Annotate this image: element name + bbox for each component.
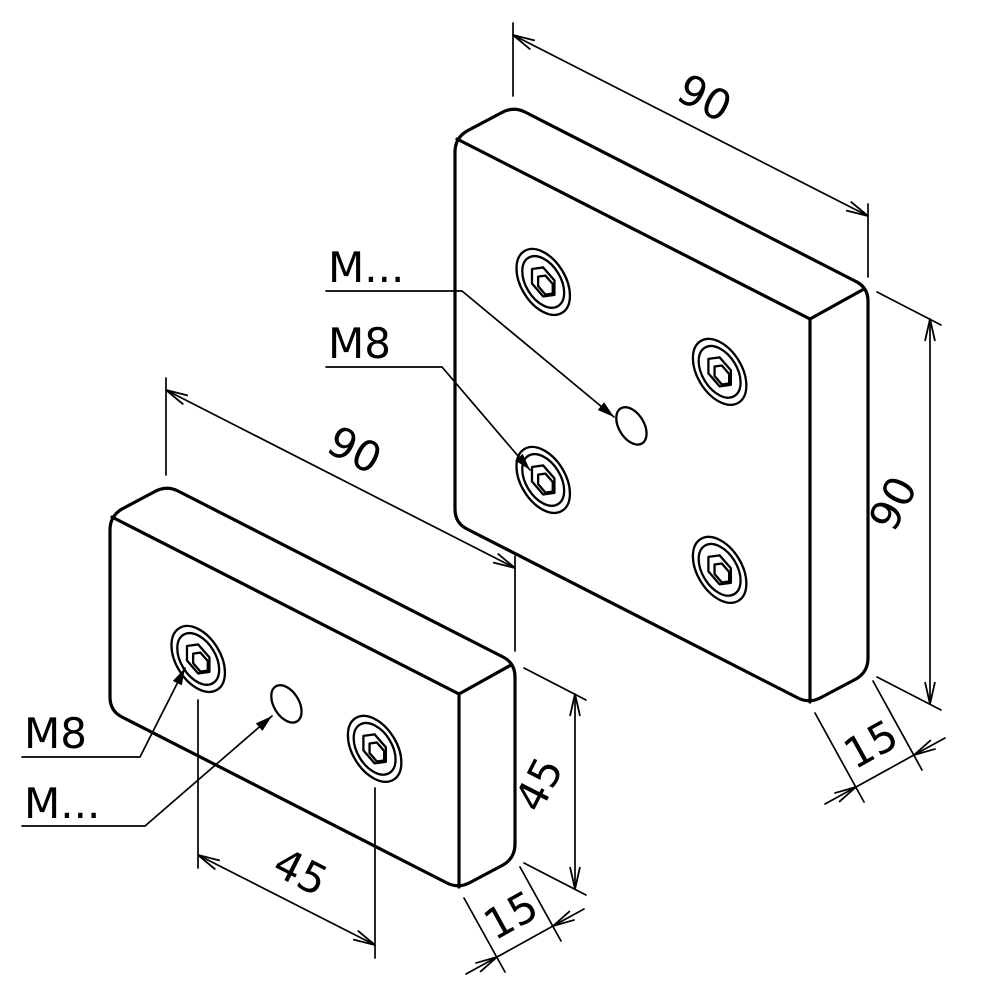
dimension-line xyxy=(824,786,857,805)
large-plate-outline xyxy=(453,107,870,703)
extension-line xyxy=(463,897,506,973)
dimension-line xyxy=(465,956,498,975)
screw-label-text: M8 xyxy=(328,319,391,368)
small-plate-corner-edge xyxy=(457,663,513,696)
dim-large-height: 90 xyxy=(859,291,942,711)
dimension-line xyxy=(552,908,585,927)
dimension-text: 90 xyxy=(670,64,740,132)
large-plate-corner-edge xyxy=(808,287,866,321)
leader-line xyxy=(325,290,615,418)
extension-line xyxy=(519,866,562,942)
dimension-line xyxy=(165,389,516,569)
label-small-hole: M... xyxy=(21,715,273,828)
leader-line xyxy=(21,667,186,758)
hole-label-text: M... xyxy=(24,779,100,828)
extension-line xyxy=(523,862,587,896)
dimension-text: 45 xyxy=(266,838,336,906)
dimension-line xyxy=(913,737,946,756)
dimension-line xyxy=(197,854,376,946)
label-small-screw: M8 xyxy=(21,667,186,758)
small-plate xyxy=(108,486,517,889)
hole-label-text: M... xyxy=(328,243,404,292)
dim-small-height: 45 xyxy=(505,667,587,896)
label-large-hole: M... xyxy=(325,243,615,418)
dimension-line xyxy=(855,754,915,788)
dim-large-thickness: 15 xyxy=(814,680,946,805)
dimension-line xyxy=(496,925,554,958)
label-large-screw: M8 xyxy=(325,319,531,471)
leader-line xyxy=(21,715,273,827)
extension-line xyxy=(876,291,942,326)
extension-line xyxy=(523,667,587,701)
dim-small-thickness: 15 xyxy=(463,866,585,975)
dimension-line xyxy=(512,34,869,217)
screw-label-text: M8 xyxy=(24,709,87,758)
large-plate xyxy=(453,107,870,704)
